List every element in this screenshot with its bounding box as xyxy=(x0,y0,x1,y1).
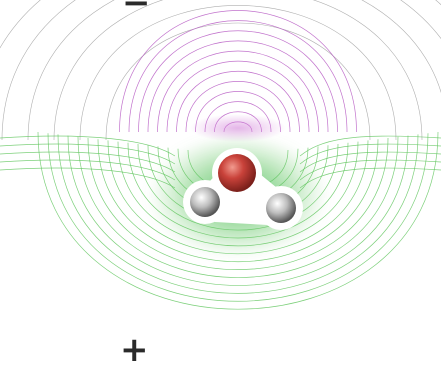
positive-contour-line xyxy=(47,133,429,302)
negative-pole-label: − xyxy=(122,0,151,23)
neutral-field-line xyxy=(27,0,441,141)
oxygen-atom xyxy=(218,154,256,192)
negative-potential-contours xyxy=(119,10,357,133)
neutral-field-line xyxy=(1,0,441,141)
side-field-line-left xyxy=(0,135,176,157)
positive-contour-line xyxy=(87,137,389,270)
positive-contour-line xyxy=(67,135,409,286)
neutral-field-line xyxy=(0,0,441,49)
water-molecule xyxy=(183,148,303,230)
side-field-line-left xyxy=(0,167,176,189)
positive-pole-label: + xyxy=(120,330,149,370)
negative-contour-line xyxy=(138,30,338,133)
hydrogen-atom-right xyxy=(266,193,296,223)
negative-contour-line xyxy=(185,81,291,133)
positive-contour-line xyxy=(77,136,399,278)
positive-contour-line xyxy=(37,131,439,310)
negative-contour-line xyxy=(128,20,348,133)
positive-contour-line xyxy=(57,134,419,294)
neutral-field-line xyxy=(53,0,423,141)
negative-region-glow xyxy=(190,114,286,142)
side-field-line-right xyxy=(299,135,441,157)
side-field-line-left xyxy=(0,143,176,165)
hydrogen-atom-left xyxy=(190,187,220,217)
negative-contour-line xyxy=(176,71,300,133)
neutral-field-line xyxy=(79,5,397,141)
negative-contour-line xyxy=(147,40,329,133)
